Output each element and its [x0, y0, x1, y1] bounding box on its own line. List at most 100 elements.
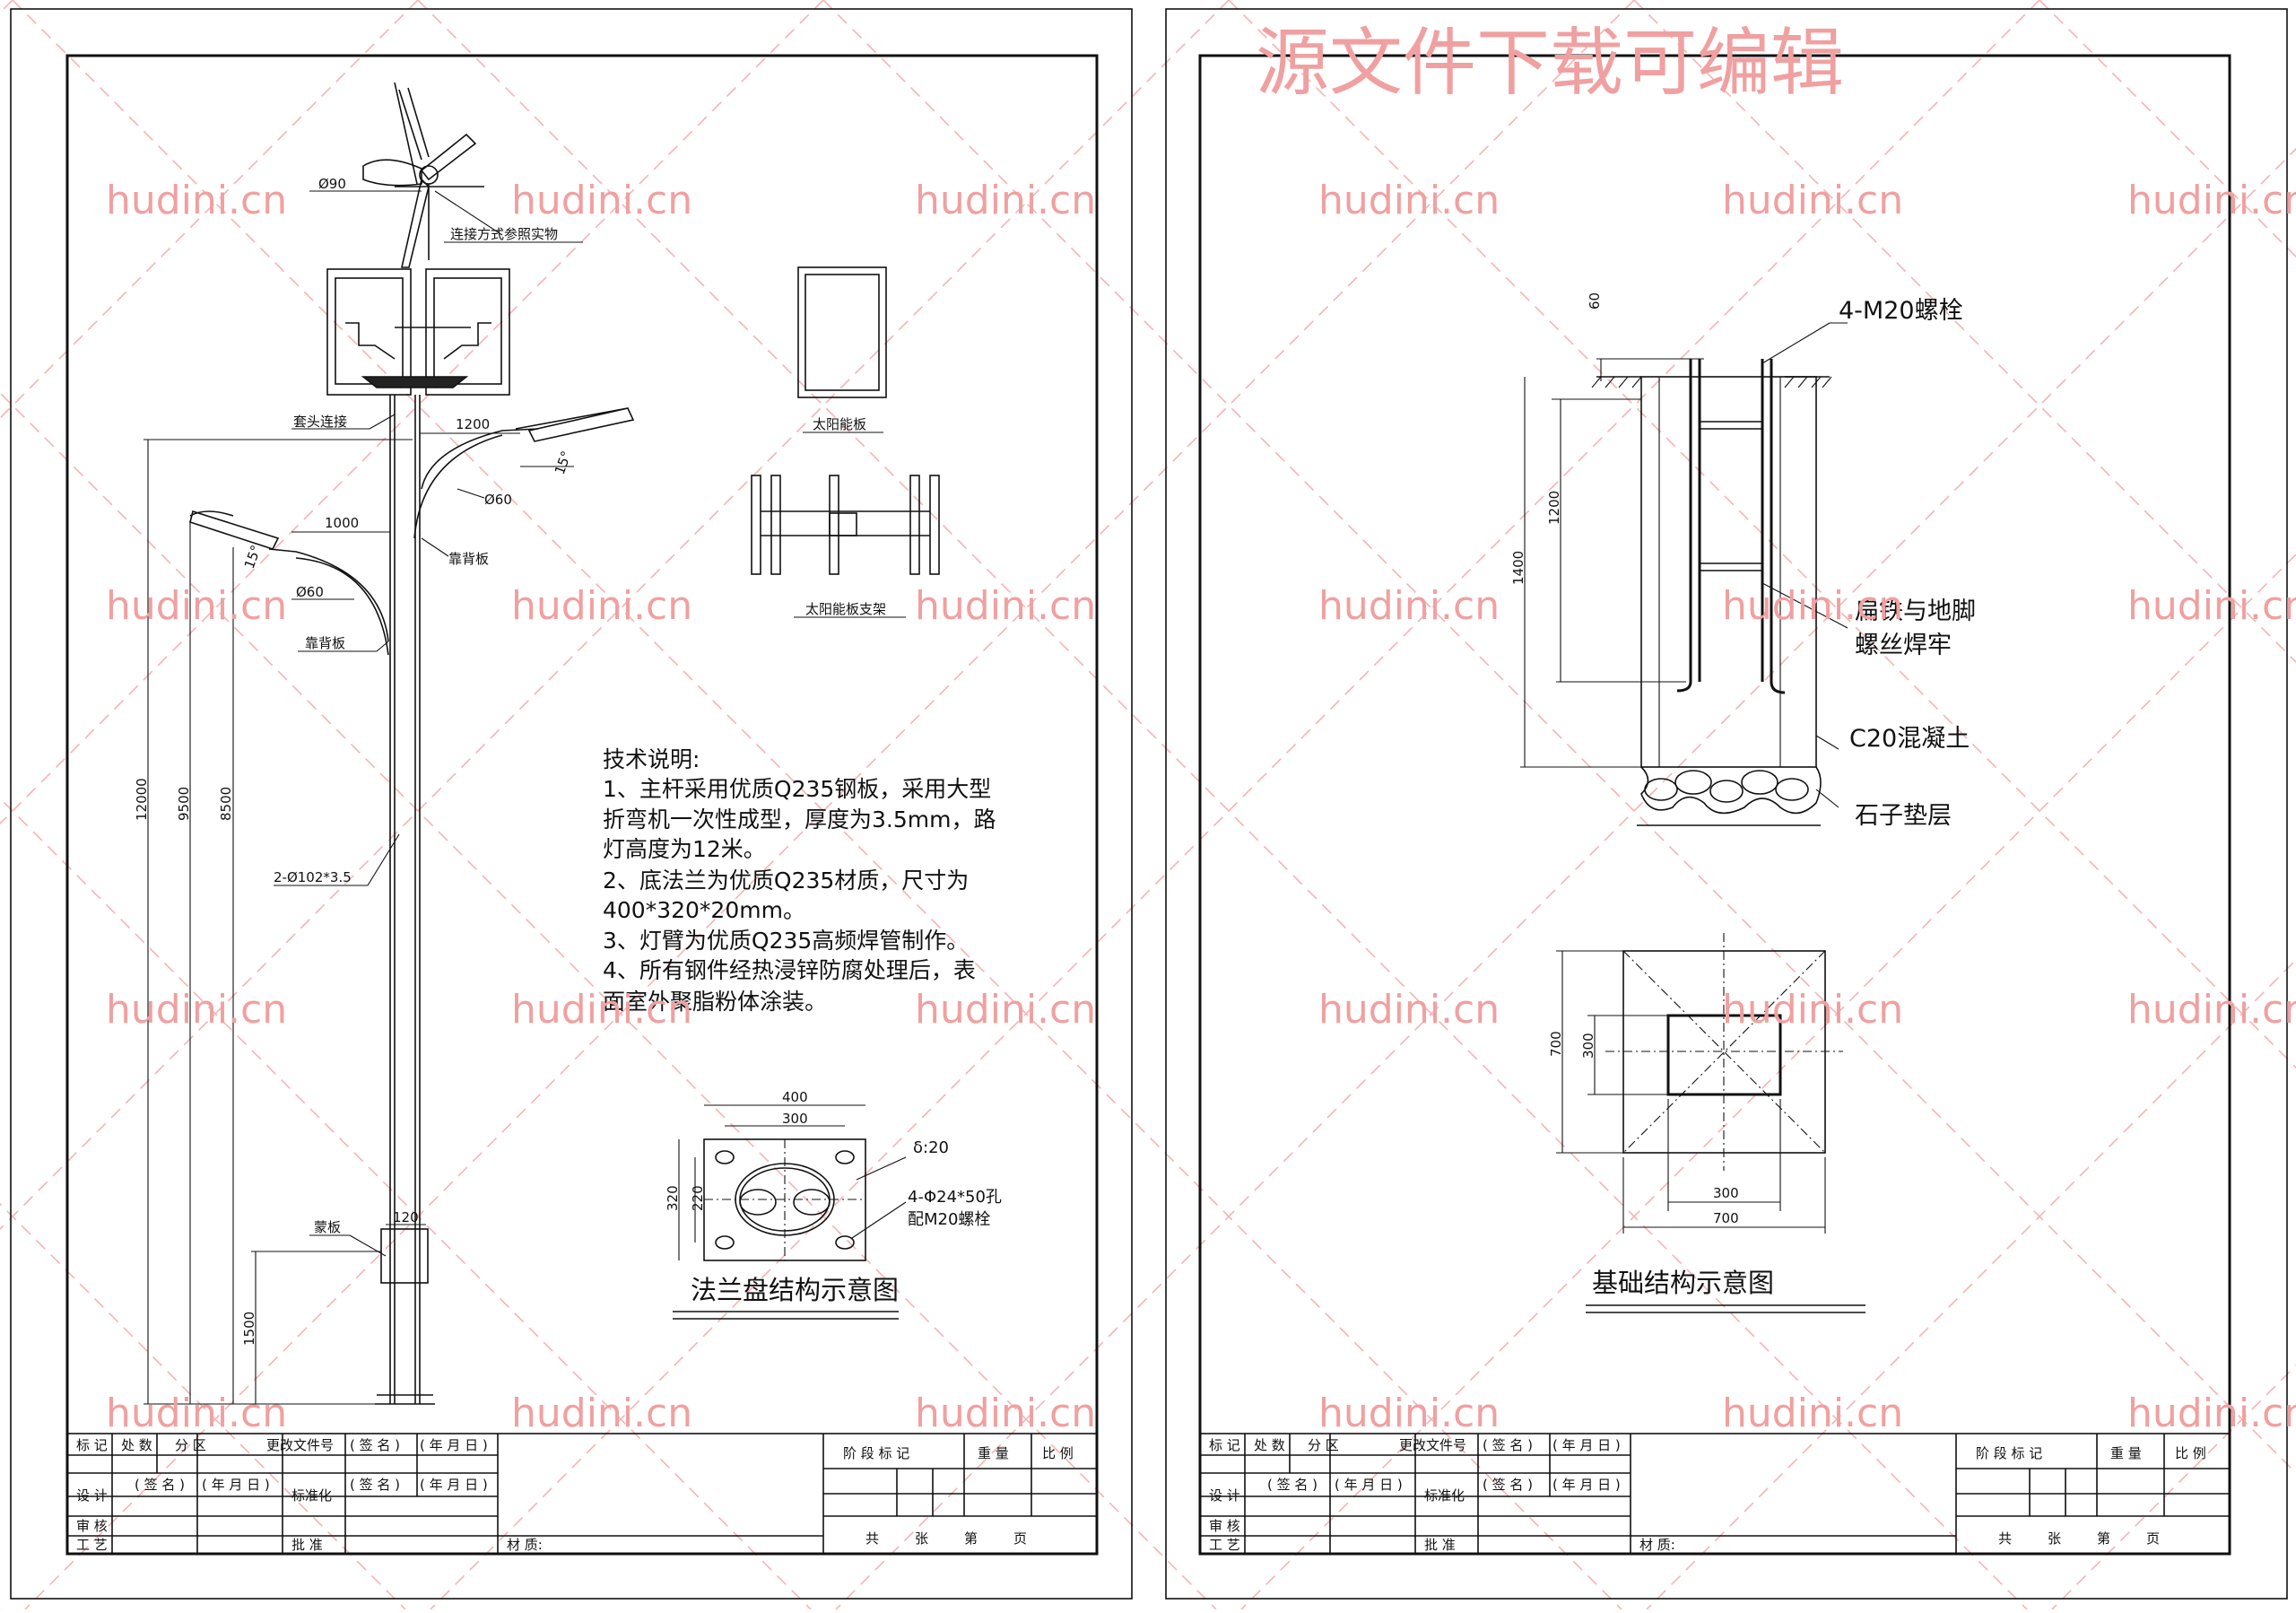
- tb-doc-no: 更改文件号: [266, 1437, 334, 1453]
- watermark-text: hudini.cn: [1318, 178, 1500, 223]
- tb-material: 材 质:: [507, 1537, 543, 1553]
- label-h12000: 12000: [134, 778, 150, 821]
- watermark-diagonal: [12, 0, 1622, 1610]
- tb-date-3: ( 年 月 日 ): [1552, 1477, 1621, 1493]
- tb-total: 共: [1998, 1530, 2012, 1547]
- height-dimensions: [144, 439, 413, 1405]
- tb-mark: 标 记: [76, 1437, 108, 1453]
- title-block-left-text: 标 记 处 数 分 区 更改文件号 ( 签 名 ) ( 年 月 日 ) 设 计 …: [76, 1437, 1074, 1553]
- tb-sign: ( 签 名 ): [350, 1437, 400, 1453]
- watermark-text: hudini.cn: [2127, 987, 2296, 1033]
- watermark-diagonal: [1240, 553, 2296, 1610]
- tech-notes: 技术说明: 1、主杆采用优质Q235钢板，采用大型 折弯机一次性成型，厚度为3.…: [603, 746, 996, 1015]
- tb-page-no: 第: [2097, 1530, 2110, 1547]
- tech-note-line: 折弯机一次性成型，厚度为3.5mm，路: [603, 806, 996, 833]
- tb-craft: 工 艺: [76, 1537, 108, 1553]
- gravel-layer: [1637, 766, 1822, 826]
- watermark-diagonal: [430, 0, 2040, 1610]
- tb-design: 设 计: [76, 1487, 108, 1504]
- tb-date-2: ( 年 月 日 ): [202, 1477, 270, 1493]
- watermark-text: hudini.cn: [1318, 583, 1500, 629]
- tb-date: ( 年 月 日 ): [420, 1437, 488, 1453]
- title-block-left: [66, 1433, 1098, 1555]
- watermark-text: hudini.cn: [1722, 1391, 1903, 1436]
- label-arm-left: 1000: [325, 515, 359, 531]
- watermark-diagonal: [1646, 958, 2296, 1610]
- label-h9500: 9500: [176, 787, 192, 821]
- label-d90: Ø90: [318, 176, 346, 192]
- watermark-text: hudini.cn: [2127, 178, 2296, 223]
- watermark-diagonal: [0, 0, 1230, 1231]
- title-block-right-text: 标 记 处 数 分 区 更改文件号 ( 签 名 ) ( 年 月 日 ) 设 计 …: [1209, 1437, 2206, 1553]
- label-angle-left: 15°: [241, 543, 265, 571]
- watermark-diagonal: [835, 147, 2296, 1610]
- watermark-text: hudini.cn: [1318, 987, 1500, 1033]
- title-block-right: [1199, 1433, 2231, 1555]
- foundation-caption: 基础结构示意图: [1592, 1268, 1774, 1298]
- watermark-diagonal: [24, 0, 1635, 1610]
- watermark-diagonal: [0, 391, 1217, 1610]
- plan-d700-v: 700: [1548, 1031, 1564, 1057]
- watermark-text: hudini.cn: [106, 583, 287, 629]
- label-solar-bracket: 太阳能板支架: [805, 601, 886, 617]
- watermark-text: hudini.cn: [915, 178, 1096, 223]
- main-pole: [375, 395, 435, 1405]
- watermark-text: hudini.cn: [1318, 1391, 1500, 1436]
- tb-doc-no: 更改文件号: [1399, 1437, 1466, 1453]
- flange-caption: 法兰盘结构示意图: [691, 1275, 899, 1305]
- flange-h320: 320: [665, 1185, 681, 1211]
- right-sheet-outer-border: [1165, 8, 2288, 1600]
- label-base-w: 120: [393, 1209, 419, 1225]
- watermark-text: hudini.cn: [1722, 178, 1903, 223]
- tb-scale: 比 例: [2175, 1445, 2206, 1461]
- watermark-text: hudini.cn: [511, 178, 692, 223]
- tb-scale: 比 例: [1042, 1445, 1074, 1461]
- wind-turbine: [362, 82, 484, 268]
- tb-sheets: 张: [2048, 1530, 2061, 1547]
- tb-weight: 重 量: [2110, 1445, 2142, 1461]
- pole-solar-panels: [326, 268, 510, 396]
- label-concrete: C20混凝土: [1849, 725, 1970, 753]
- watermark-text: hudini.cn: [2127, 583, 2296, 629]
- watermark-text: hudini.cn: [106, 1391, 287, 1436]
- watermark-text: hudini.cn: [511, 1391, 692, 1436]
- tech-note-line: 1、主杆采用优质Q235钢板，采用大型: [603, 776, 991, 802]
- label-dim60: 60: [1587, 292, 1603, 310]
- label-dim1200: 1200: [1546, 491, 1562, 525]
- label-rib-left: 靠背板: [305, 635, 345, 651]
- plan-d700-h: 700: [1713, 1210, 1739, 1226]
- foundation-section: [1520, 322, 1848, 826]
- watermark-text: hudini.cn: [915, 987, 1096, 1033]
- label-h1500: 1500: [241, 1312, 257, 1346]
- tb-sign-2: ( 签 名 ): [1267, 1477, 1318, 1493]
- watermark-text: hudini.cn: [915, 1391, 1096, 1436]
- watermark-text: hudini.cn: [1722, 987, 1903, 1033]
- tb-sign-3: ( 签 名 ): [350, 1477, 400, 1493]
- watermark-banner: 源文件下载可编辑: [1256, 21, 1844, 106]
- flange-h220: 220: [690, 1185, 706, 1211]
- solar-bracket-detail: [751, 475, 940, 575]
- watermark-diagonal: [2051, 1364, 2296, 1610]
- tb-stage: 阶 段 标 记: [843, 1445, 909, 1461]
- foundation-plan: [1556, 933, 1843, 1234]
- label-weld-2: 螺丝焊牢: [1855, 632, 1952, 659]
- left-sheet: Ø90 连接方式参照实物 套头连接: [10, 8, 1133, 1600]
- watermark-diagonal: [0, 1202, 406, 1610]
- watermark-text: hudini.cn: [2127, 1391, 2296, 1436]
- label-weld-1: 扁铁与地脚: [1855, 597, 1976, 625]
- tb-stage: 阶 段 标 记: [1976, 1445, 2042, 1461]
- tech-note-line: 灯高度为12米。: [603, 836, 766, 862]
- tb-craft: 工 艺: [1209, 1537, 1240, 1553]
- tb-count: 处 数: [121, 1437, 152, 1453]
- label-pipe: 2-Ø102*3.5: [274, 869, 352, 885]
- tb-review: 审 核: [1209, 1518, 1240, 1534]
- tb-page-no: 第: [964, 1530, 978, 1547]
- plan-d300-h: 300: [1713, 1185, 1739, 1201]
- tech-note-line: 2、底法兰为优质Q235材质，尺寸为: [603, 868, 969, 894]
- tech-note-line: 400*320*20mm。: [603, 897, 805, 923]
- tb-date-2: ( 年 月 日 ): [1335, 1477, 1403, 1493]
- tb-date: ( 年 月 日 ): [1552, 1437, 1621, 1453]
- tb-sheets: 张: [915, 1530, 928, 1547]
- watermark-text: hudini.cn: [511, 987, 692, 1033]
